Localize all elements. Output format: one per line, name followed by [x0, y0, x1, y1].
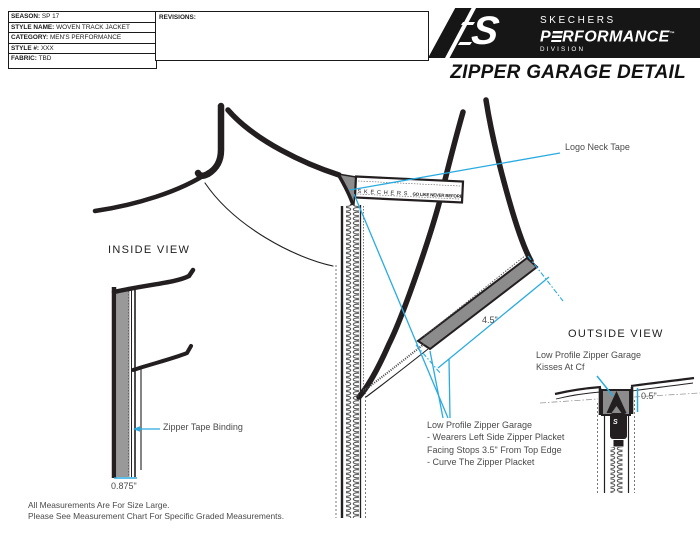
brand-skechers: SKECHERS — [540, 15, 616, 26]
garage-note-line2: - Wearers Left Side Zipper Placket — [427, 432, 565, 443]
style-info-table: SEASON: SP 17 STYLE NAME: WOVEN TRACK JA… — [8, 11, 157, 70]
info-row-season: SEASON: SP 17 — [9, 12, 156, 23]
outside-view-drawing — [539, 376, 700, 493]
neck-tape-slogan: GO LIKE NEVER BEFORE — [412, 191, 463, 199]
revisions-label: REVISIONS: — [159, 14, 196, 21]
right-collar — [356, 97, 534, 400]
left-collar-and-shoulder — [92, 102, 342, 267]
inside-view-drawing — [111, 267, 196, 478]
garage-note: Low Profile Zipper Garage - Wearers Left… — [427, 419, 564, 469]
garage-height-dimension: 0.5" — [641, 391, 657, 401]
info-row-category: CATEGORY: MEN'S PERFORMANCE — [9, 33, 156, 44]
category-label: CATEGORY: — [11, 34, 49, 42]
binding-width-dimension: 0.875" — [111, 481, 137, 491]
style-name-label: STYLE NAME: — [11, 23, 55, 31]
footer-line1: All Measurements Are For Size Large. — [28, 500, 170, 510]
garage-note-line4: - Curve The Zipper Placket — [427, 457, 535, 468]
skechers-s-icon: S — [468, 9, 502, 53]
style-no-value: XXX — [40, 44, 54, 52]
outside-note-line2: Kisses At Cf — [536, 362, 585, 372]
outside-view-label: OUTSIDE VIEW — [568, 328, 664, 340]
neck-tape-band — [353, 175, 465, 204]
revisions-box: REVISIONS: — [155, 11, 429, 61]
outside-view-note: Low Profile Zipper Garage Kisses At Cf — [536, 349, 641, 373]
fabric-label: FABRIC: — [11, 55, 37, 63]
fabric-value: TBD — [38, 55, 52, 63]
center-zipper — [335, 204, 366, 518]
info-row-fabric: FABRIC: TBD — [9, 54, 156, 68]
garage-note-line3: Facing Stops 3.5" From Top Edge — [427, 444, 562, 455]
category-value: MEN'S PERFORMANCE — [49, 34, 122, 42]
footer-line2: Please See Measurement Chart For Specifi… — [28, 510, 285, 521]
season-value: SP 17 — [41, 13, 60, 20]
zipper-slider — [610, 413, 627, 439]
curved-zipper-placket — [361, 254, 539, 398]
logo-neck-tape-label: Logo Neck Tape — [565, 142, 630, 152]
brand-division: DIVISION — [540, 46, 586, 54]
trademark-symbol: ™ — [669, 31, 676, 37]
footer-note: All Measurements Are For Size Large. Ple… — [28, 500, 284, 521]
page-title: ZIPPER GARAGE DETAIL — [450, 62, 686, 83]
style-no-label: STYLE #: — [11, 44, 40, 52]
zipper-tape-binding-label: Zipper Tape Binding — [163, 422, 243, 432]
style-name-value: WOVEN TRACK JACKET — [56, 23, 130, 31]
neck-tape-brand: S K E C H E R S — [357, 188, 409, 198]
outside-note-line1: Low Profile Zipper Garage — [536, 350, 642, 360]
info-row-style-no: STYLE #: XXX — [9, 44, 156, 55]
info-row-style-name: STYLE NAME: WOVEN TRACK JACKET — [9, 23, 156, 34]
zipper-pull — [613, 440, 624, 447]
annotation-lines — [114, 152, 639, 479]
garage-arrow — [606, 391, 627, 413]
garage-note-line1: Low Profile Zipper Garage — [427, 420, 533, 430]
performance-e-icon — [550, 31, 563, 43]
binding-arrowhead — [133, 426, 140, 432]
season-label: SEASON: — [11, 13, 41, 20]
inside-view-label: INSIDE VIEW — [108, 244, 191, 256]
placket-length-dimension: 4.5" — [482, 315, 498, 325]
slider-s-logo: S — [613, 419, 618, 426]
